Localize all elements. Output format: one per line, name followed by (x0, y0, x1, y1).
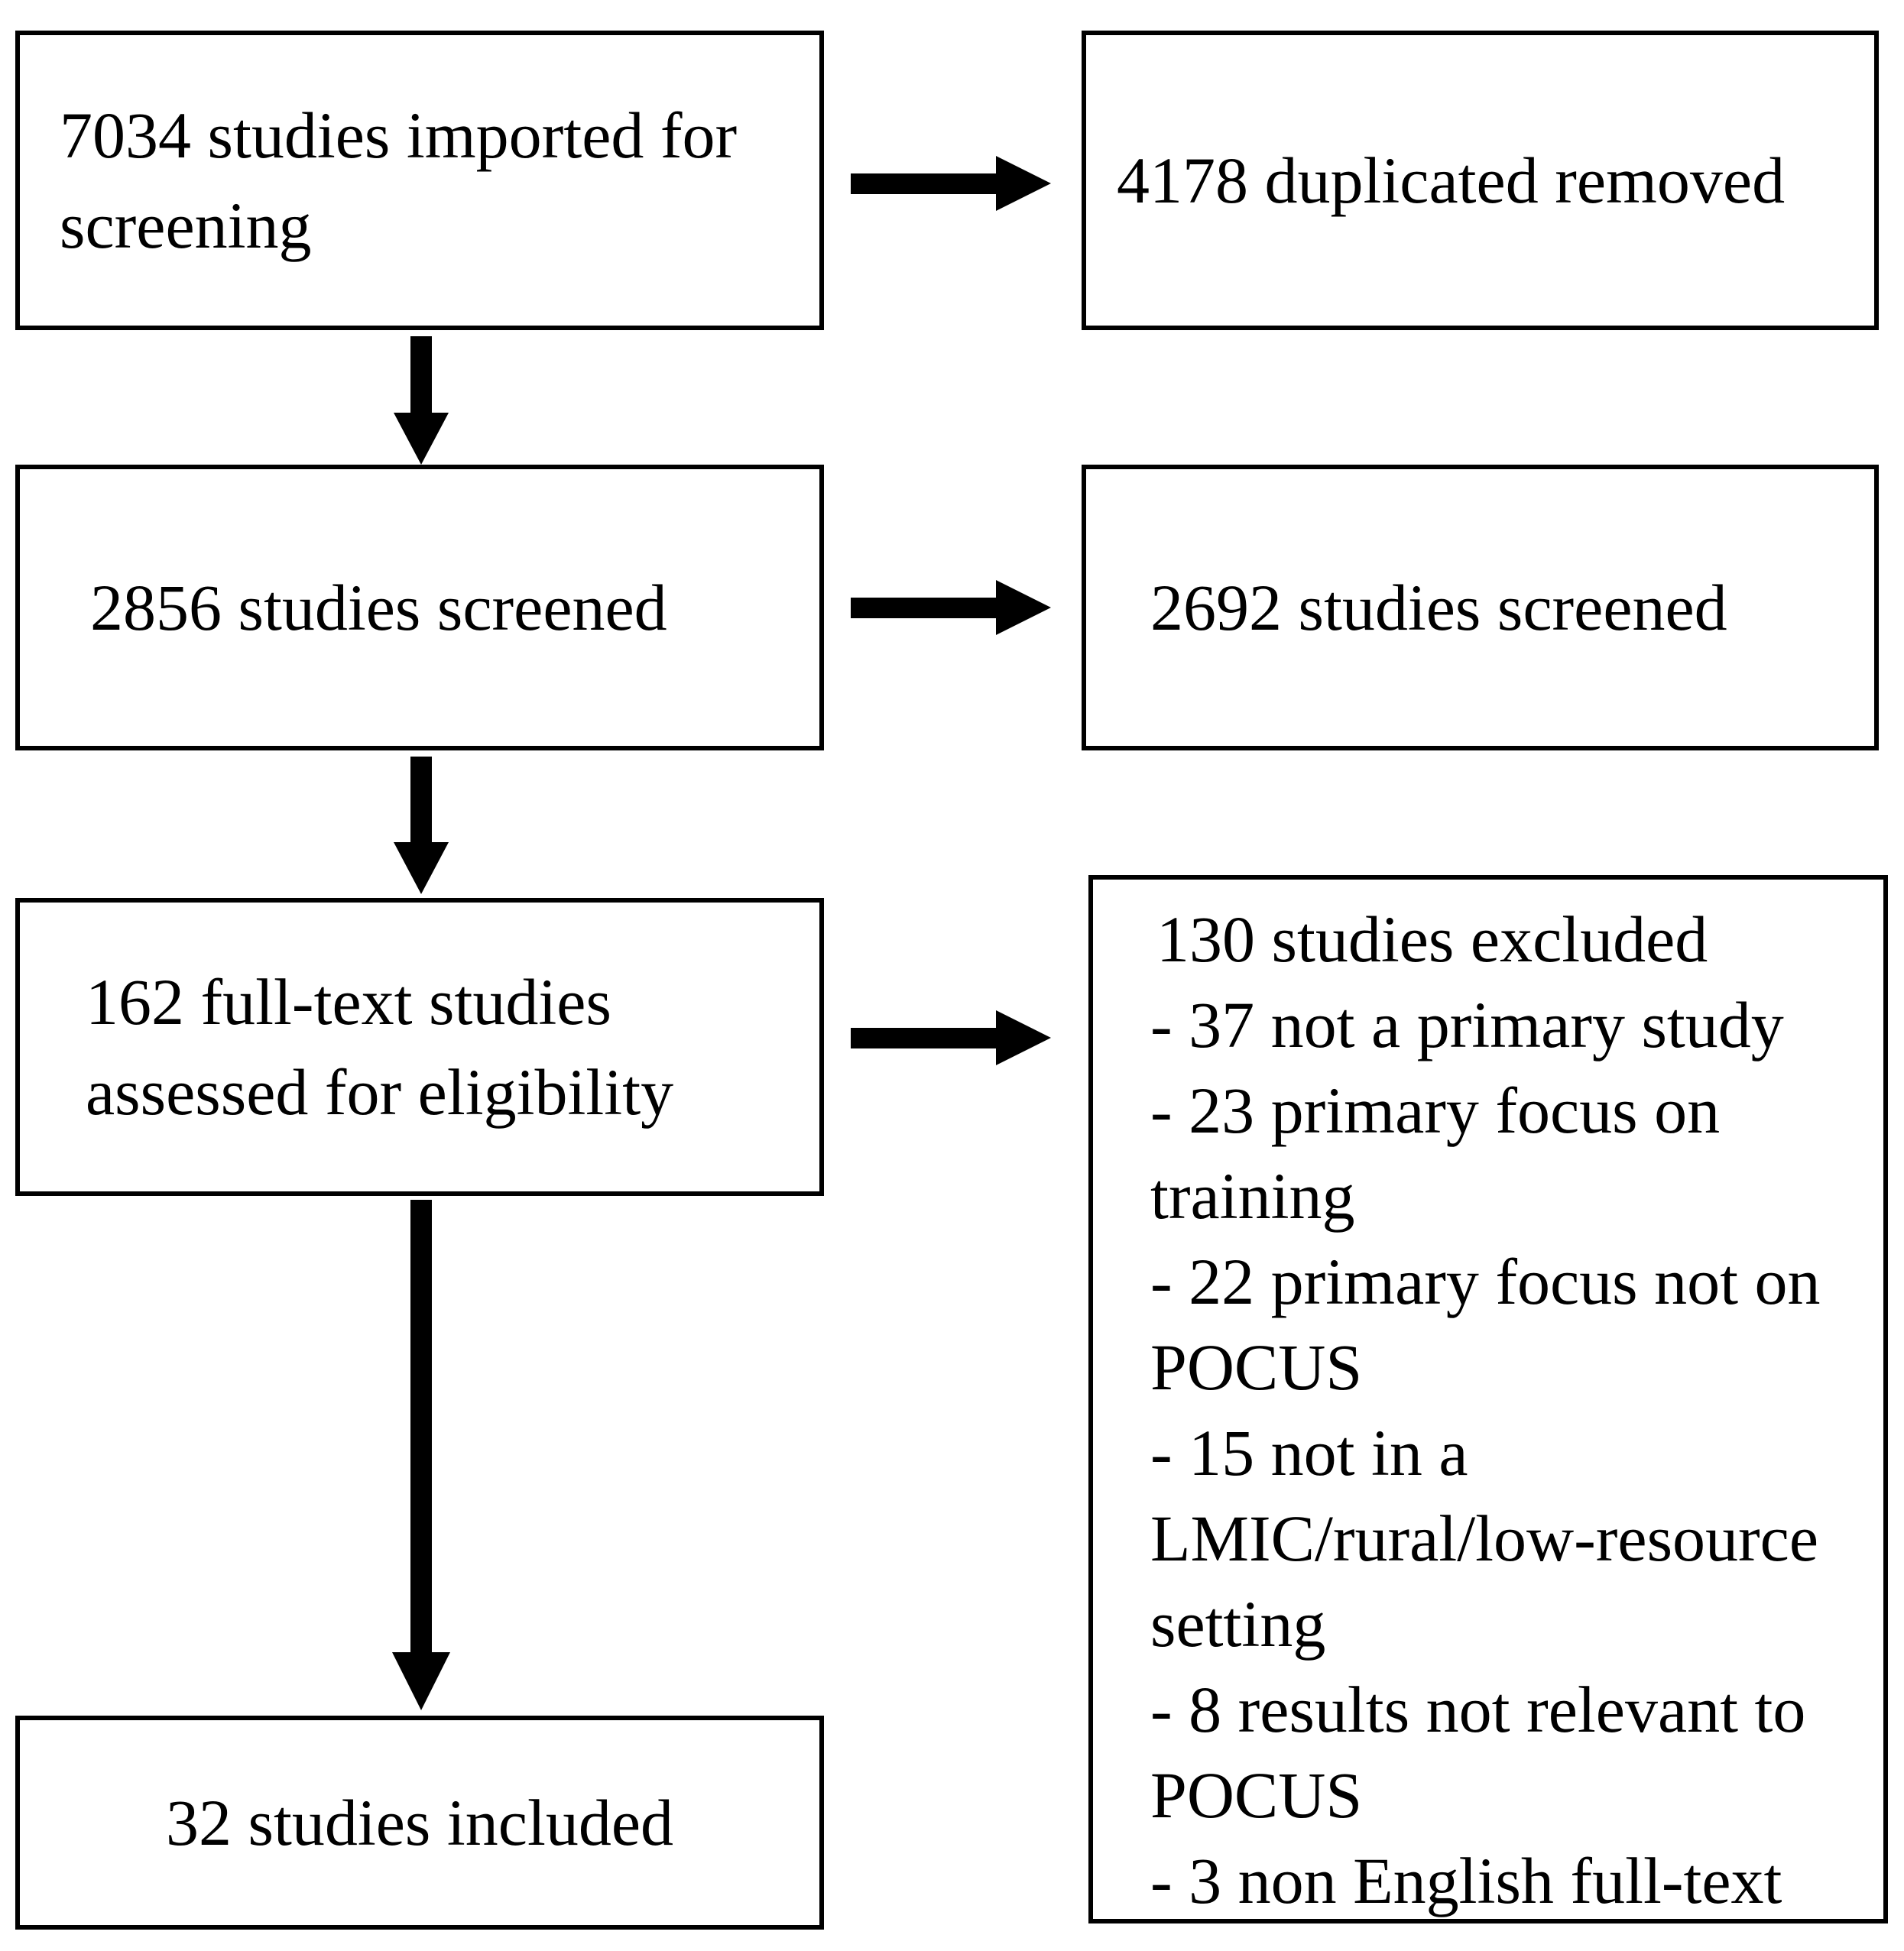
excluded-line: training (1150, 1159, 1355, 1233)
arrow-imported-to-screened (394, 336, 449, 465)
arrow-shaft (851, 598, 997, 618)
arrow-screened-to-removed (851, 580, 1051, 635)
box-excluded: 130 studies excluded - 37 not a primary … (1088, 875, 1888, 1923)
excluded-line: LMIC/rural/low-resource (1150, 1502, 1819, 1575)
box-screened-removed: 2692 studies screened (1082, 465, 1879, 750)
excluded-line: - 3 non English full-text (1150, 1844, 1782, 1917)
arrow-right-head (996, 1010, 1051, 1065)
excluded-line: - 23 primary focus on (1150, 1074, 1721, 1147)
box-included-label: 32 studies included (165, 1786, 674, 1859)
box-included: 32 studies included (15, 1716, 824, 1930)
box-screened-removed-label: 2692 studies screened (1150, 571, 1727, 644)
arrow-shaft (410, 757, 432, 844)
excluded-line: - 8 results not relevant to (1150, 1673, 1806, 1746)
excluded-line: - 22 primary focus not on (1150, 1245, 1821, 1318)
excluded-line: setting (1150, 1587, 1326, 1661)
excluded-title: 130 studies excluded (1156, 903, 1708, 976)
arrow-shaft (410, 1200, 432, 1654)
arrow-screened-to-fulltext (394, 757, 449, 896)
arrow-down-head (392, 1652, 450, 1710)
arrow-fulltext-to-included (392, 1200, 450, 1710)
arrow-shaft (410, 336, 432, 414)
arrow-down-head (394, 842, 449, 894)
box-screened-label: 2856 studies screened (90, 571, 667, 644)
excluded-line: - 37 not a primary study (1150, 988, 1784, 1061)
arrow-shaft (851, 173, 997, 194)
box-fulltext-assessed-label: 162 full-text studies assessed for eligi… (86, 965, 674, 1129)
box-fulltext-assessed: 162 full-text studies assessed for eligi… (15, 898, 824, 1196)
arrow-right-head (996, 156, 1051, 211)
box-imported-label: 7034 studies imported for screening (60, 99, 738, 262)
arrow-fulltext-to-excluded (851, 1010, 1051, 1065)
excluded-line: POCUS (1150, 1330, 1363, 1404)
box-duplicates-removed-label: 4178 duplicated removed (1117, 144, 1786, 217)
arrow-shaft (851, 1028, 997, 1048)
excluded-line: POCUS (1150, 1758, 1363, 1832)
arrow-right-head (996, 580, 1051, 635)
arrow-imported-to-duplicates (851, 156, 1051, 211)
box-imported: 7034 studies imported for screening (15, 31, 824, 330)
arrow-down-head (394, 413, 449, 465)
box-duplicates-removed: 4178 duplicated removed (1082, 31, 1879, 330)
excluded-line: - 15 not in a (1150, 1416, 1468, 1489)
box-screened: 2856 studies screened (15, 465, 824, 750)
